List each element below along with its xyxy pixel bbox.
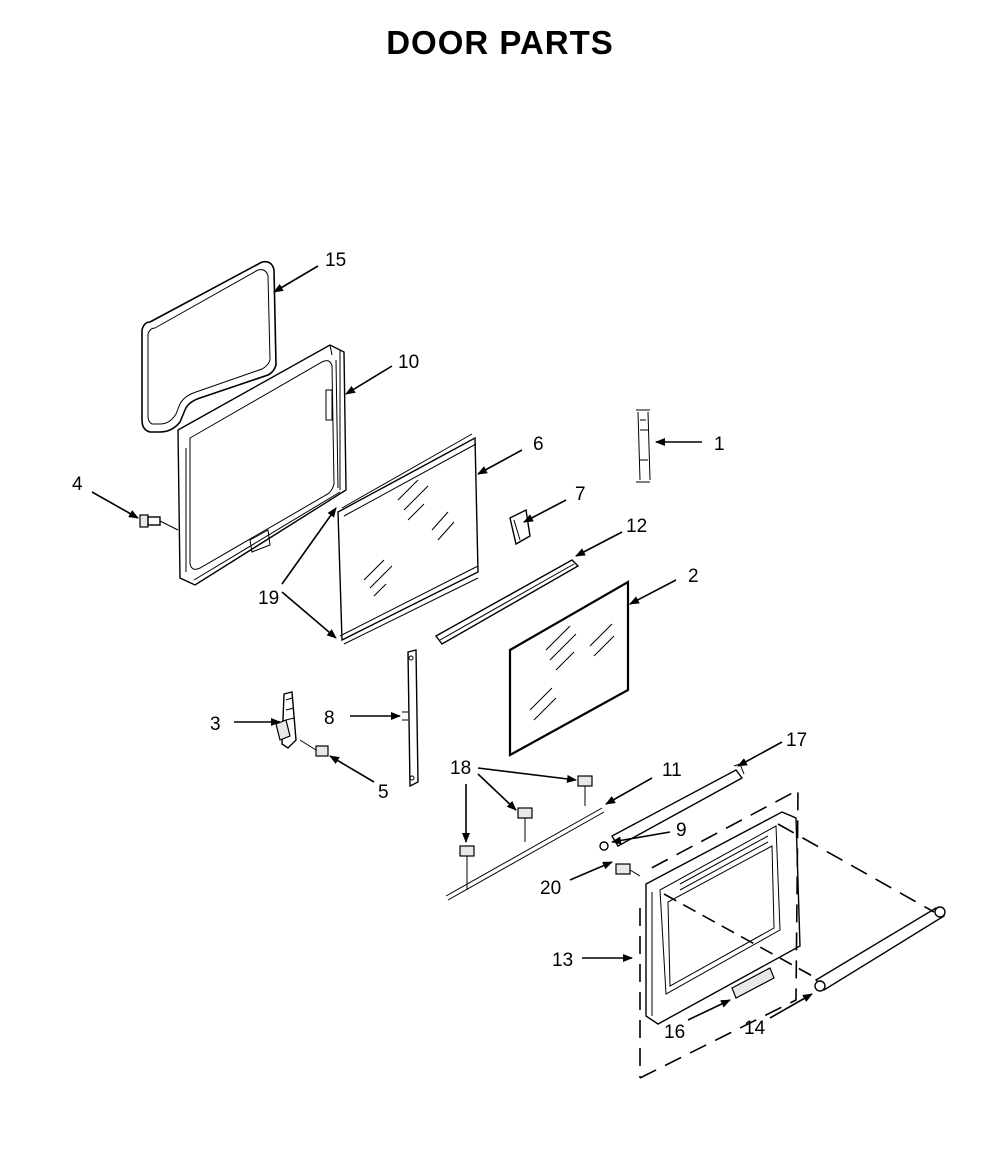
part-20-screw[interactable] <box>615 863 641 877</box>
part-4-screw[interactable] <box>139 514 179 531</box>
part-3-hinge[interactable] <box>275 691 297 749</box>
part-14-handle[interactable] <box>814 906 946 992</box>
part-7-clip[interactable] <box>509 508 531 546</box>
callout-1[interactable]: 1 <box>714 434 725 455</box>
callout-16[interactable]: 16 <box>664 1022 685 1043</box>
callout-5[interactable]: 5 <box>378 782 389 803</box>
callout-4[interactable]: 4 <box>72 474 83 495</box>
callout-10[interactable]: 10 <box>398 352 419 373</box>
callout-2[interactable]: 2 <box>688 566 699 587</box>
part-15-door-gasket[interactable] <box>141 260 277 433</box>
callout-8[interactable]: 8 <box>324 708 335 729</box>
callout-13[interactable]: 13 <box>552 950 573 971</box>
part-2-outer-glass[interactable] <box>508 580 630 757</box>
callout-14[interactable]: 14 <box>744 1018 766 1039</box>
part-8-hinge-bracket[interactable] <box>402 649 419 788</box>
page-title: DOOR PARTS <box>386 24 614 61</box>
callout-18[interactable]: 18 <box>450 758 471 779</box>
callout-15[interactable]: 15 <box>325 250 346 271</box>
part-5-hinge-screw[interactable] <box>299 739 329 757</box>
callout-17[interactable]: 17 <box>786 730 807 751</box>
part-10-inner-door-frame[interactable] <box>177 344 347 586</box>
callout-12[interactable]: 12 <box>626 516 647 537</box>
part-6-door-glass[interactable] <box>337 433 479 645</box>
callout-19[interactable]: 19 <box>258 588 279 609</box>
callout-7[interactable]: 7 <box>575 484 586 505</box>
callout-9[interactable]: 9 <box>676 820 687 841</box>
part-11-lower-rail[interactable] <box>445 807 605 901</box>
part-18-screws[interactable] <box>459 775 593 890</box>
callout-20[interactable]: 20 <box>540 878 561 899</box>
callout-11[interactable]: 11 <box>662 760 682 781</box>
callout-labels: 15 10 4 6 1 7 12 2 19 3 8 5 18 11 17 9 2… <box>72 250 807 1043</box>
callout-3[interactable]: 3 <box>210 714 221 735</box>
part-13-outer-door-panel[interactable] <box>645 811 801 1025</box>
part-12-trim-strip[interactable] <box>434 559 580 645</box>
part-16-handle-badge[interactable] <box>731 967 775 999</box>
assembly-dashed-lines <box>639 788 935 1079</box>
part-9-spacer[interactable] <box>599 841 609 851</box>
part-1-bracket[interactable] <box>636 409 651 483</box>
callout-6[interactable]: 6 <box>533 434 544 455</box>
leader-lines <box>91 265 813 1021</box>
